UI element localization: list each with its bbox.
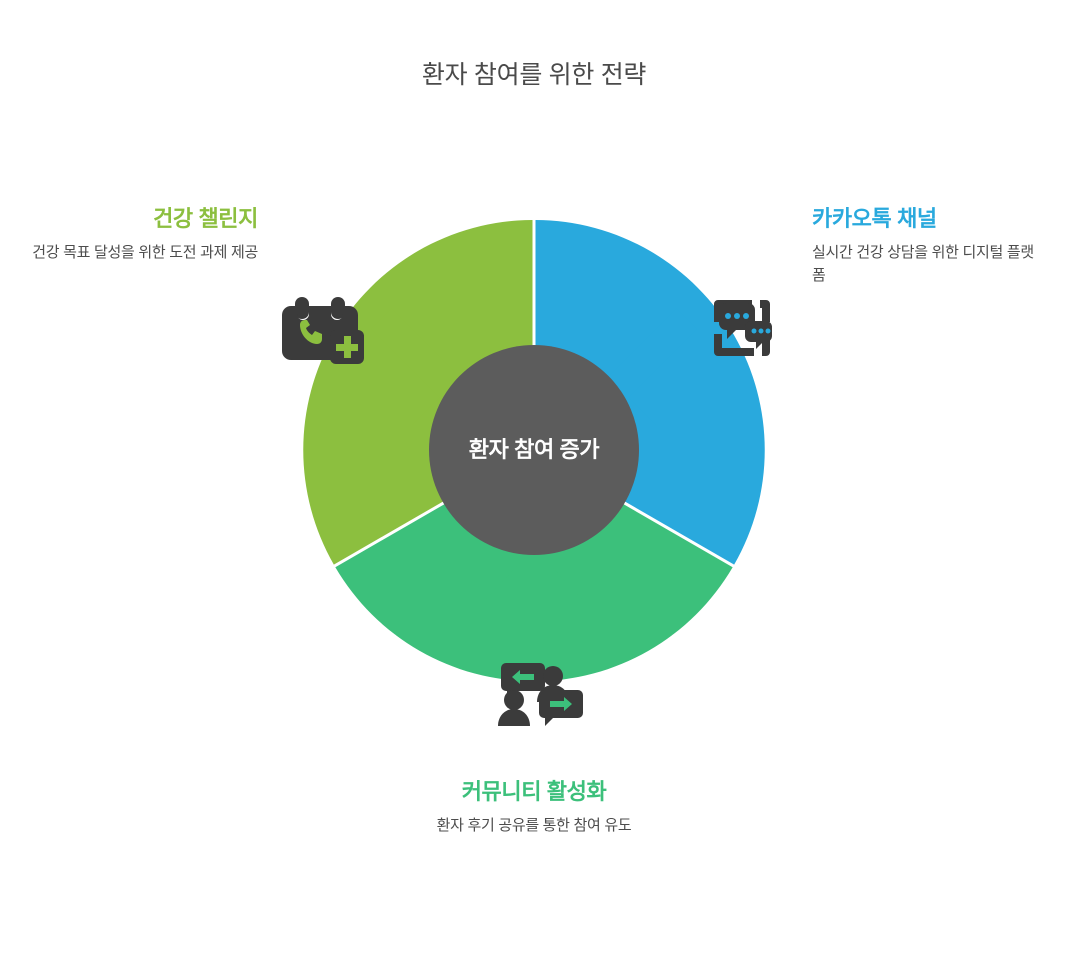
- ring-segment-kakaotalk-channel[interactable]: [535, 220, 765, 565]
- page-title: 환자 참여를 위한 전략: [421, 61, 647, 89]
- label-community-activation: 커뮤니티 활성화 환자 후기 공유를 통한 참여 유도: [419, 778, 649, 838]
- label-community-activation-description: 환자 후기 공유를 통한 참여 유도: [436, 817, 632, 835]
- calendar-phone-plus-icon: [282, 297, 364, 364]
- label-community-activation-heading: 커뮤니티 활성화: [461, 779, 607, 804]
- label-health-challenge: 건강 챌린지 건강 목표 달성을 위한 도전 과제 제공: [28, 205, 258, 265]
- community-chat-people-icon: [498, 663, 583, 726]
- arrow-community-activation: [485, 548, 583, 662]
- center-label: 환자 참여 증가: [468, 437, 600, 462]
- mobile-chat-bubbles-icon: [714, 300, 772, 356]
- label-health-challenge-description: 건강 목표 달성을 위한 도전 과제 제공: [32, 244, 258, 262]
- label-kakaotalk-channel-heading: 카카오톡 채널: [812, 206, 937, 231]
- ring-segment-health-challenge[interactable]: [303, 220, 533, 565]
- label-kakaotalk-channel-description: 실시간 건강 상담을 위한 디지털 플랫폼: [812, 244, 1034, 284]
- center-circle[interactable]: [429, 345, 639, 555]
- label-kakaotalk-channel: 카카오톡 채널 실시간 건강 상담을 위한 디지털 플랫폼: [812, 205, 1042, 287]
- label-health-challenge-heading: 건강 챌린지: [153, 206, 258, 231]
